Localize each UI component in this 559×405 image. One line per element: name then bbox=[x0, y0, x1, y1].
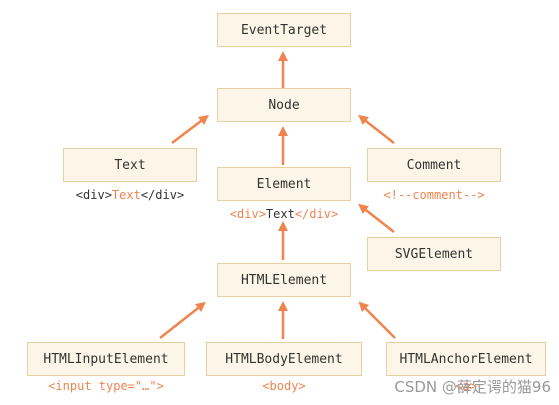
node-eventtarget: EventTarget bbox=[217, 13, 351, 47]
node-htmlinputelement: HTMLInputElement bbox=[27, 342, 185, 376]
node-text: Text bbox=[63, 148, 197, 182]
node-node-label: Node bbox=[268, 97, 300, 113]
node-htmlanchorelement: HTMLAnchorElement bbox=[386, 342, 546, 376]
node-element-label: Element bbox=[256, 176, 312, 192]
node-node: Node bbox=[217, 88, 351, 122]
watermark: CSDN @薛定谔的猫96 bbox=[394, 378, 551, 396]
arrow-comment-to-node bbox=[358, 114, 395, 144]
example-element: <div>Text</div> bbox=[217, 207, 351, 221]
example-anchor-text: <a> bbox=[455, 379, 477, 393]
example-body: <body> bbox=[206, 379, 362, 393]
arrow-svgelement-to-element bbox=[358, 203, 395, 233]
node-comment: Comment bbox=[367, 148, 501, 182]
example-comment-text: <!--comment--> bbox=[383, 188, 485, 202]
example-element-open: <div> bbox=[229, 207, 266, 221]
arrow-input-to-htmlelement bbox=[159, 301, 206, 339]
example-text-close: </div> bbox=[140, 188, 185, 202]
example-input: <input type="…"> bbox=[27, 379, 185, 393]
example-body-text: <body> bbox=[262, 379, 306, 393]
node-comment-label: Comment bbox=[406, 157, 462, 173]
node-text-label: Text bbox=[114, 157, 146, 173]
example-element-close: </div> bbox=[294, 207, 339, 221]
example-text: <div>Text</div> bbox=[63, 188, 197, 202]
node-element: Element bbox=[217, 167, 351, 201]
example-element-inner: Text bbox=[265, 207, 295, 221]
example-input-text: <input type="…"> bbox=[48, 379, 164, 393]
node-eventtarget-label: EventTarget bbox=[240, 22, 328, 38]
node-svgelement-label: SVGElement bbox=[394, 246, 474, 262]
node-htmlbodyelement: HTMLBodyElement bbox=[206, 342, 362, 376]
example-text-inner: Text bbox=[111, 188, 141, 202]
example-comment: <!--comment--> bbox=[367, 188, 501, 202]
node-htmlelement-label: HTMLElement bbox=[240, 272, 328, 288]
node-svgelement: SVGElement bbox=[367, 237, 501, 271]
node-htmlinputelement-label: HTMLInputElement bbox=[43, 351, 169, 367]
arrow-anchor-to-htmlelement bbox=[358, 301, 396, 339]
node-htmlbodyelement-label: HTMLBodyElement bbox=[225, 351, 343, 367]
node-htmlelement: HTMLElement bbox=[217, 263, 351, 297]
arrow-text-to-node bbox=[171, 114, 209, 144]
example-anchor: <a> bbox=[386, 379, 546, 393]
node-htmlanchorelement-label: HTMLAnchorElement bbox=[399, 351, 533, 367]
example-text-open: <div> bbox=[75, 188, 112, 202]
